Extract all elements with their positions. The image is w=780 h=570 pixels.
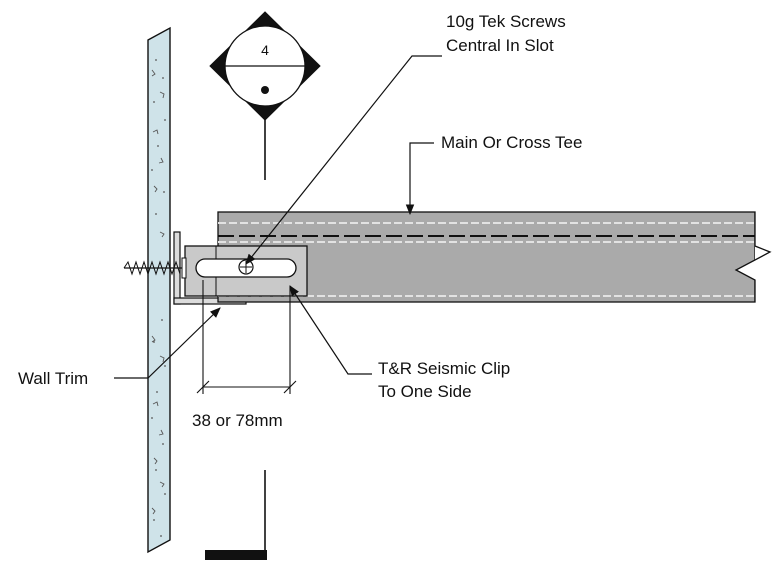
concrete-wall	[147, 26, 171, 554]
clip-label-line2: To One Side	[378, 382, 472, 401]
concrete-hatch	[151, 59, 166, 537]
dimension-line	[196, 280, 297, 394]
screws-label-line2: Central In Slot	[446, 36, 554, 55]
screws-label-line1: 10g Tek Screws	[446, 12, 566, 31]
concrete-aggregate	[151, 69, 165, 515]
tee-leader	[405, 142, 434, 216]
screws-leader	[245, 55, 442, 265]
tee-label: Main Or Cross Tee	[441, 133, 582, 152]
section-marker: 4	[205, 11, 321, 560]
wall-trim-label: Wall Trim	[18, 369, 88, 388]
wall-fixing-screw	[123, 257, 187, 279]
clip-label-line1: T&R Seismic Clip	[378, 359, 510, 378]
section-number: 4	[261, 42, 269, 58]
wall-trim-leader	[114, 307, 221, 379]
clip-leader	[289, 285, 372, 375]
dimension-label: 38 or 78mm	[192, 411, 283, 430]
annotation-leaders	[114, 55, 442, 379]
